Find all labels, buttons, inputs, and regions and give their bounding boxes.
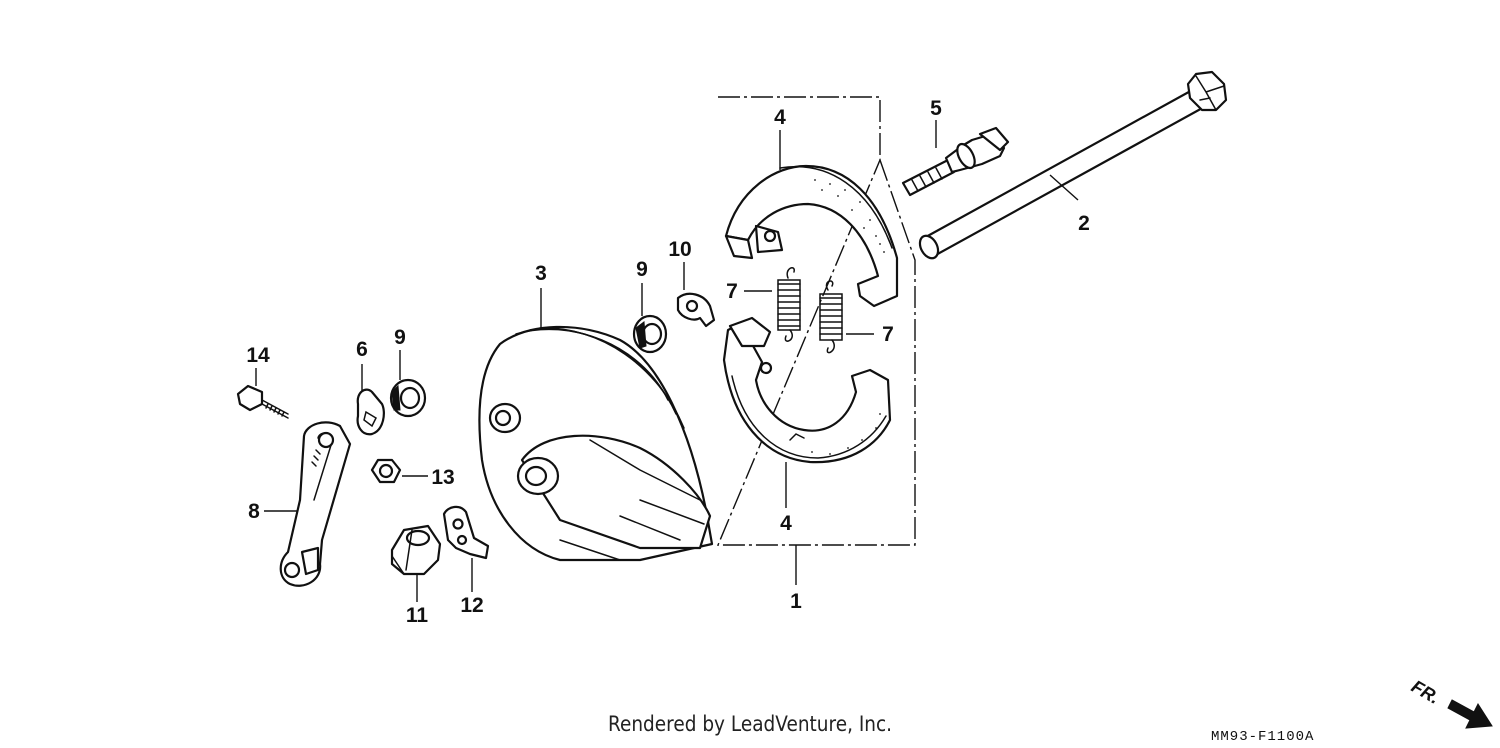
brake-shoe-lower-part [722, 316, 892, 508]
drawing-code: MM93-F1100A [1211, 729, 1315, 745]
front-direction-indicator: FR. [1408, 676, 1493, 729]
dust-seal-left-part [389, 350, 427, 418]
callout-7-left: 7 [726, 280, 738, 303]
callout-8: 8 [248, 500, 260, 523]
render-credit: Rendered by LeadVenture, Inc. [607, 712, 893, 736]
front-arrow-icon [1447, 699, 1493, 729]
brake-shoe-upper-part [724, 130, 899, 308]
axle-part [918, 70, 1228, 260]
brake-cam-part [901, 120, 1010, 197]
bracket-part [442, 505, 490, 592]
spring-left-part [744, 267, 801, 342]
collar-part [390, 524, 442, 602]
callout-13: 13 [431, 466, 454, 489]
callout-9-left: 9 [394, 326, 406, 349]
callout-9-right: 9 [636, 258, 648, 281]
callout-10: 10 [668, 238, 691, 261]
callout-4-top: 4 [774, 106, 786, 129]
callout-3: 3 [535, 262, 547, 285]
nut-part [370, 458, 428, 484]
callout-11: 11 [406, 604, 429, 627]
callout-14: 14 [246, 344, 270, 367]
brake-arm-part [264, 421, 352, 587]
wear-indicator-part [676, 262, 716, 328]
callout-7-right: 7 [882, 323, 894, 346]
bolt-part [236, 368, 289, 419]
spring-right-part [819, 280, 874, 354]
indicator-plate-part [356, 364, 385, 436]
front-label: FR. [1408, 676, 1443, 708]
callout-1: 1 [790, 590, 802, 613]
callout-2: 2 [1078, 212, 1090, 235]
callout-5: 5 [930, 97, 942, 120]
brake-panel-part [478, 288, 714, 562]
callout-12: 12 [460, 594, 483, 617]
callout-4-bottom: 4 [780, 512, 792, 535]
dust-seal-right-part [632, 283, 668, 354]
callout-6: 6 [356, 338, 368, 361]
